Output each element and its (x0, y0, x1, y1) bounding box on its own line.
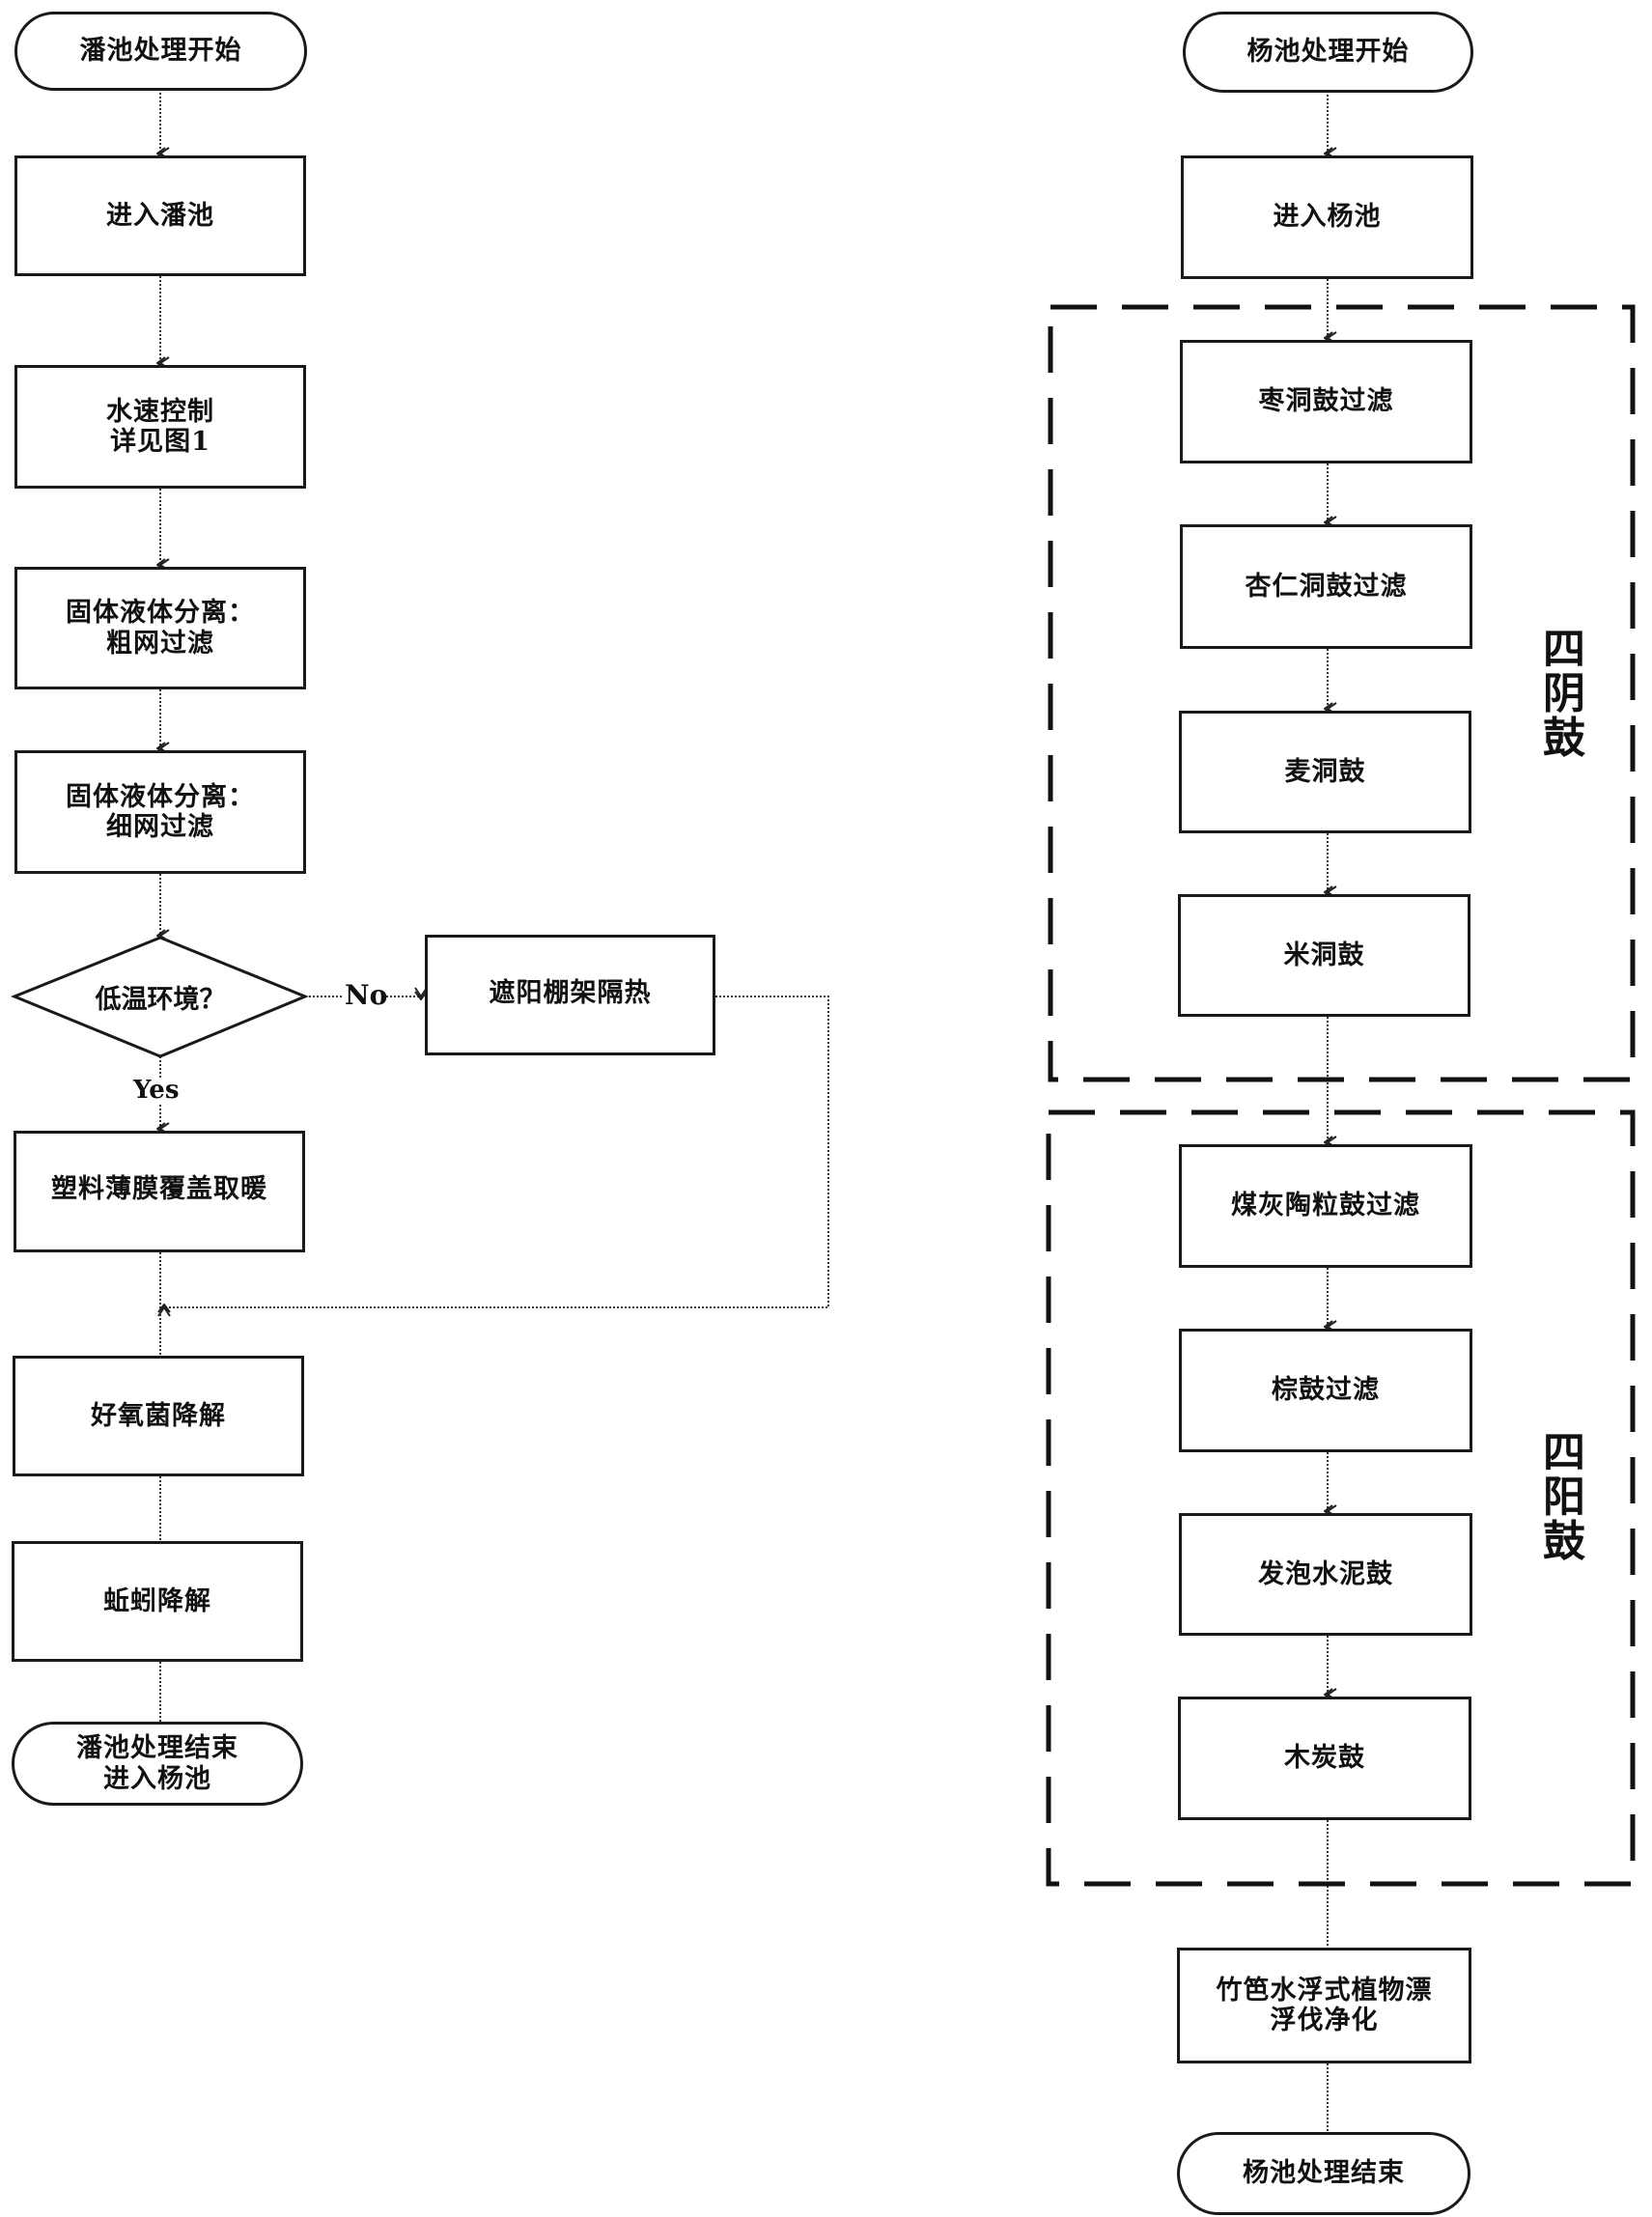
right-start-terminal: 杨池处理开始 (1183, 12, 1473, 93)
shade-box: 遮阳棚架隔热 (425, 935, 715, 1055)
right-enter-box: 进入杨池 (1181, 155, 1473, 279)
left-end-terminal: 潘池处理结束 进入杨池 (12, 1722, 303, 1806)
left-start-terminal: 潘池处理开始 (14, 12, 307, 91)
bamboo-raft-box: 竹笆水浮式植物漂 浮伐净化 (1177, 1948, 1471, 2063)
left-speed-control-box: 水速控制 详见图1 (14, 365, 306, 489)
yin-step-wheat: 麦洞鼓 (1179, 711, 1471, 833)
yang-step-foam-cement: 发泡水泥鼓 (1179, 1513, 1472, 1636)
arrow-shade-return (164, 996, 829, 1307)
yes-label: Yes (133, 1076, 180, 1105)
group-yin-label: 四 阴 鼓 (1543, 625, 1585, 764)
group-yang-label: 四 阳 鼓 (1543, 1428, 1585, 1567)
decision-diamond (11, 936, 309, 1058)
group-yang-border (1046, 1109, 1636, 1887)
right-end-terminal: 杨池处理结束 (1177, 2132, 1470, 2215)
no-label: No (345, 979, 388, 1011)
worm-box: 蚯蚓降解 (12, 1541, 303, 1662)
left-fine-filter-box: 固体液体分离： 细网过滤 (14, 750, 306, 874)
group-yin-border (1048, 304, 1636, 1082)
yin-step-almond: 杏仁洞鼓过滤 (1180, 524, 1472, 649)
yin-step-jujube: 枣洞鼓过滤 (1180, 340, 1472, 463)
yang-step-ceramsite: 煤灰陶粒鼓过滤 (1179, 1144, 1472, 1268)
aerobic-box: 好氧菌降解 (13, 1356, 304, 1476)
left-coarse-filter-box: 固体液体分离： 粗网过滤 (14, 567, 306, 689)
film-box: 塑料薄膜覆盖取暖 (14, 1131, 305, 1252)
yin-step-rice: 米洞鼓 (1178, 894, 1470, 1017)
decision-text: 低温环境？ (95, 984, 226, 1015)
yang-step-charcoal: 木炭鼓 (1178, 1697, 1471, 1820)
yang-step-palm: 棕鼓过滤 (1179, 1329, 1472, 1452)
left-enter-box: 进入潘池 (14, 155, 306, 276)
